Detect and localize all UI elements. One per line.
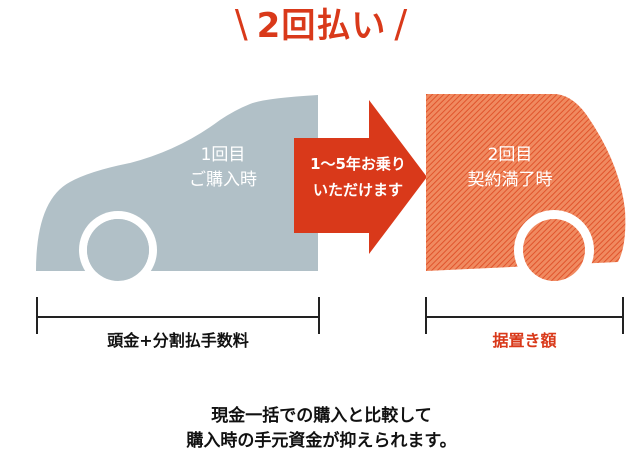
second-car-label: 2回目 契約満了時 [440, 143, 580, 193]
arrow-label: 1〜5年お乗り いただけます [292, 151, 424, 203]
footer-line2: 購入時の手元資金が抑えられます。 [186, 431, 457, 451]
footer-line1: 現金一括での購入と比較して [211, 406, 432, 426]
arrow-shape [294, 100, 427, 254]
second-car-wheel [523, 219, 585, 281]
left-bracket [36, 297, 320, 334]
right-bracket [425, 297, 624, 334]
title-text: 2回払い [256, 6, 387, 46]
first-car-label-line1: 1回目 [200, 145, 246, 165]
right-slash-deco: / [394, 2, 409, 46]
first-car-label: 1回目 ご購入時 [168, 143, 278, 193]
footer-note: 現金一括での購入と比較して 購入時の手元資金が抑えられます。 [0, 404, 643, 454]
second-car-label-line2: 契約満了時 [467, 170, 553, 190]
second-car-label-line1: 2回目 [487, 145, 533, 165]
left-slash-deco: \ [234, 2, 249, 46]
second-car-illustration [426, 94, 626, 290]
left-bracket-label: 頭金+分割払手数料 [107, 331, 249, 350]
page-title: \2回払い/ [0, 2, 643, 48]
first-car-illustration [36, 95, 318, 302]
right-bracket-label: 据置き額 [492, 331, 557, 350]
first-car-label-line2: ご購入時 [189, 170, 257, 190]
arrow-label-line1: 1〜5年お乗り [310, 155, 406, 173]
arrow-label-line2: いただけます [312, 181, 403, 199]
